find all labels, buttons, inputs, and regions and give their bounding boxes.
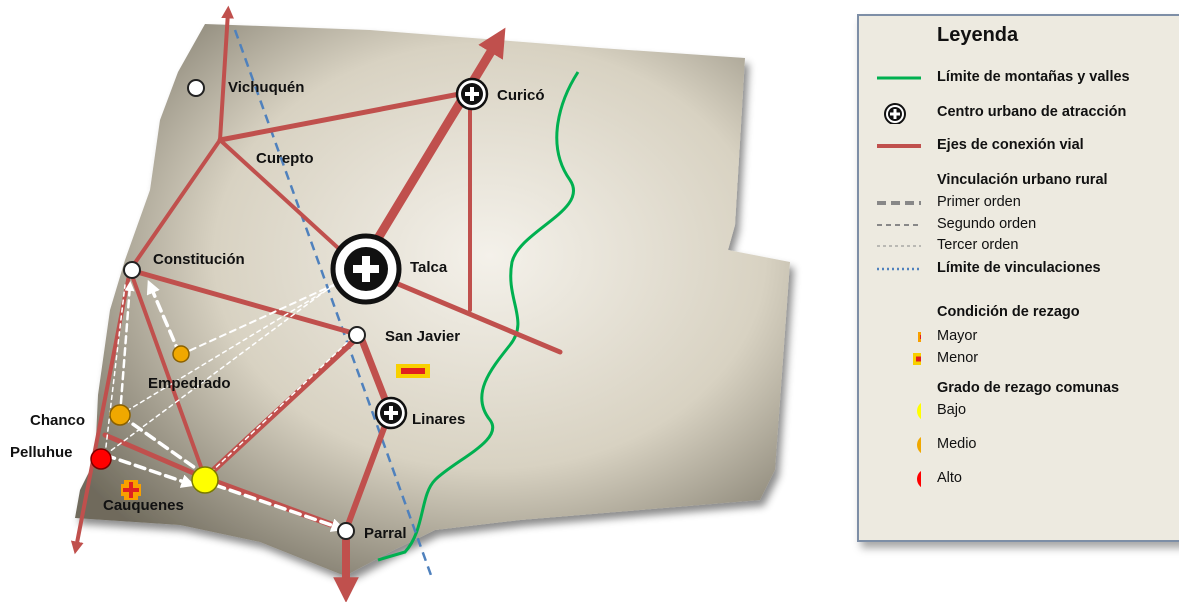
legend-panel: Leyenda Límite de montañas y valles Cent… [857, 14, 1179, 542]
medium-dashed-arrow-icon [877, 224, 921, 226]
label-empedrado: Empedrado [148, 375, 231, 392]
legend-row-mountain: Límite de montañas y valles [859, 67, 1179, 89]
label-constitucion: Constitución [153, 251, 245, 268]
legend-lag-header: Condición de rezago [937, 304, 1080, 320]
label-san-javier: San Javier [385, 328, 460, 345]
legend-row-third-order: Tercer orden [859, 235, 1179, 257]
green-line-icon [877, 76, 921, 80]
cauquenes-node [191, 466, 219, 494]
legend-link-limit-text: Límite de vinculaciones [937, 260, 1101, 276]
yellow-dot-icon [917, 403, 921, 419]
urban-center-icon [884, 103, 906, 124]
red-road-icon [877, 144, 921, 148]
parral-node [337, 522, 355, 540]
urban-rural-links [103, 279, 356, 532]
label-pelluhue: Pelluhue [10, 444, 73, 461]
legend-low-text: Bajo [937, 402, 967, 418]
linares-urban-center-icon [374, 396, 408, 430]
legend-row-second-order: Segundo orden [859, 214, 1179, 236]
blue-dotted-line-icon [877, 267, 921, 271]
legend-third-order-text: Tercer orden [937, 237, 1019, 253]
thick-dashed-arrow-icon [877, 201, 921, 205]
label-curepto: Curepto [256, 150, 314, 167]
legend-row-roads: Ejes de conexión vial [859, 135, 1179, 157]
curico-urban-center-icon [455, 77, 489, 111]
vichuquen-node [187, 79, 205, 97]
label-parral: Parral [364, 525, 407, 542]
label-chanco: Chanco [30, 412, 85, 429]
label-vichuquen: Vichuquén [228, 79, 304, 96]
legend-row-lag-minor: Menor [859, 348, 1179, 370]
pelluhue-node [90, 448, 112, 470]
legend-row-first-order: Primer orden [859, 192, 1179, 214]
empedrado-node [172, 345, 190, 363]
orange-dot-icon [917, 437, 921, 453]
san-javier-node [348, 326, 366, 344]
legend-lag-minor-text: Menor [937, 350, 979, 366]
lag-major-icon [121, 480, 141, 500]
legend-row-high: Alto [859, 468, 1179, 490]
label-cauquenes: Cauquenes [103, 497, 184, 514]
legend-medium-text: Medio [937, 436, 977, 452]
link-limit-line [233, 29, 434, 579]
label-linares: Linares [412, 411, 465, 428]
legend-row-lag-major: Mayor [859, 326, 1179, 348]
plus-lag-icon [918, 332, 921, 342]
legend-urban-rural-header: Vinculación urbano rural [937, 172, 1108, 188]
legend-high-text: Alto [937, 470, 962, 486]
legend-urban-center-text: Centro urbano de atracción [937, 104, 1127, 120]
legend-row-link-limit: Límite de vinculaciones [859, 258, 1179, 280]
legend-degree-header: Grado de rezago comunas [937, 380, 1120, 396]
legend-row-low: Bajo [859, 400, 1179, 422]
lag-minor-icon [396, 364, 430, 378]
minus-lag-icon [913, 353, 921, 365]
legend-lag-major-text: Mayor [937, 328, 978, 344]
mountain-valley-limit-line [377, 71, 580, 562]
talca-urban-center-icon [330, 233, 402, 305]
legend-second-order-text: Segundo orden [937, 216, 1037, 232]
red-dot-icon [917, 471, 921, 487]
thin-dashed-arrow-icon [877, 245, 921, 247]
label-curico: Curicó [497, 87, 545, 104]
legend-roads-text: Ejes de conexión vial [937, 137, 1084, 153]
legend-row-medium: Medio [859, 434, 1179, 456]
legend-first-order-text: Primer orden [937, 194, 1021, 210]
legend-title: Leyenda [937, 24, 1019, 46]
legend-mountain-text: Límite de montañas y valles [937, 69, 1130, 85]
constitucion-node [123, 261, 141, 279]
label-talca: Talca [410, 259, 448, 276]
legend-row-urban-center: Centro urbano de atracción [859, 102, 1179, 124]
chanco-node [109, 404, 131, 426]
